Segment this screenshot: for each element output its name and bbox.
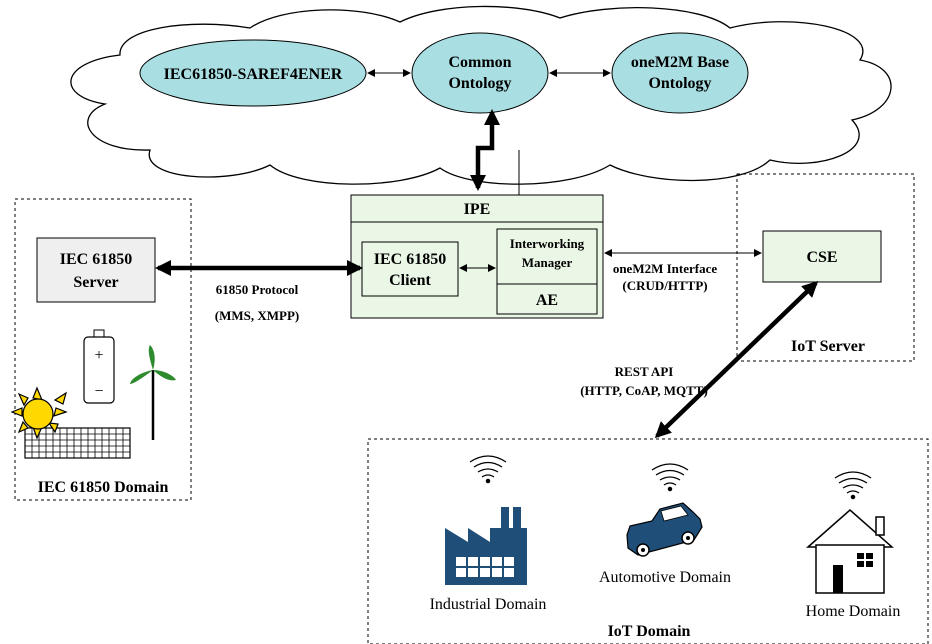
onem2m-base-label-line2: Ontology — [648, 75, 711, 92]
sun-icon — [10, 386, 68, 440]
home-domain-label: Home Domain — [806, 603, 901, 620]
wifi-icon-industrial — [469, 455, 507, 484]
interworking-manager-box — [496, 228, 598, 315]
house-icon — [806, 509, 894, 594]
cse-box — [762, 230, 882, 283]
battery-plus: + — [94, 347, 103, 364]
client-label-line2: Client — [389, 272, 431, 289]
iec-61850-domain: IEC 61850 Server + − — [10, 198, 192, 501]
iec-domain-label: IEC 61850 Domain — [38, 479, 169, 496]
iec-saref-label: IEC61850-SAREF4ENER — [164, 66, 343, 83]
factory-icon — [445, 507, 527, 585]
iot-server-label: IoT Server — [791, 338, 865, 355]
arrow-cloud-ipe — [470, 109, 500, 191]
solar-panel-icon — [24, 427, 131, 459]
battery-minus: − — [94, 383, 103, 400]
onem2m-interface-line1: oneM2M Interface — [613, 261, 718, 276]
onem2m-base-label-line1: oneM2M Base — [631, 54, 729, 71]
onem2m-interface-line2: (CRUD/HTTP) — [622, 278, 707, 293]
arrow-cse-iot-domain — [654, 280, 819, 439]
manager-label-line2: Manager — [522, 255, 573, 270]
server-label-line1: IEC 61850 — [60, 251, 132, 268]
common-label-line1: Common — [448, 54, 511, 71]
ae-label: AE — [536, 292, 558, 309]
rest-label-line2: (HTTP, CoAP, MQTT) — [580, 383, 708, 398]
ipe-block: IPE IEC 61850 Client Interworking Manage… — [350, 194, 604, 319]
iec-server-box — [36, 237, 156, 303]
wind-turbine-icon — [130, 345, 176, 440]
protocol-label-line2: (MMS, XMPP) — [215, 308, 299, 323]
common-label-line2: Ontology — [448, 75, 511, 92]
battery-icon: + − — [83, 329, 115, 404]
iot-domain-label: IoT Domain — [608, 623, 691, 640]
ontology-node-iec-saref: IEC61850-SAREF4ENER — [139, 39, 367, 107]
wifi-icon-automotive — [651, 463, 689, 492]
client-label-line1: IEC 61850 — [374, 251, 446, 268]
server-label-line2: Server — [73, 274, 118, 291]
cse-label: CSE — [806, 249, 837, 266]
manager-label-line1: Interworking — [510, 236, 585, 251]
ontology-node-onem2m-base: oneM2M Base Ontology — [611, 32, 749, 114]
industrial-domain-label: Industrial Domain — [430, 596, 547, 613]
rest-label-line1: REST API — [615, 364, 674, 379]
ipe-title: IPE — [464, 201, 491, 218]
car-icon — [626, 502, 703, 557]
automotive-domain-label: Automotive Domain — [599, 569, 731, 586]
iot-domain: Industrial Domain Automotive Domain Home… — [367, 438, 929, 644]
protocol-label-line1: 61850 Protocol — [216, 282, 299, 297]
wifi-icon-home — [834, 471, 872, 500]
ontology-node-common: Common Ontology — [411, 32, 549, 114]
